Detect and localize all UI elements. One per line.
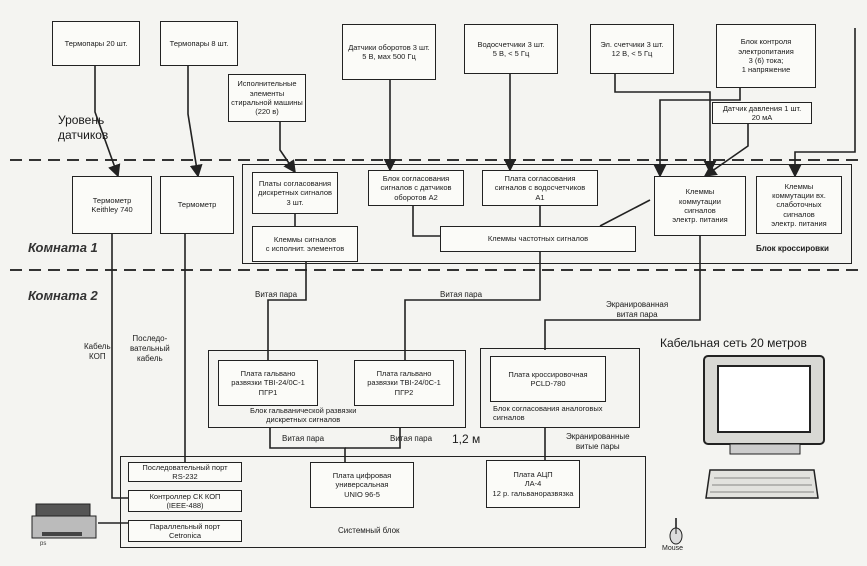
wire-rpm-down [412, 205, 440, 237]
digital-board-box: Плата цифровая универсальная UNIO 96-5 [310, 462, 414, 508]
keyboard-icon [705, 469, 819, 499]
gpib-cable-label: Кабель КОП [84, 342, 111, 361]
sensor-level-label: Уровень датчиков [58, 113, 109, 142]
cross-board-box: Плата кроссировочная PCLD-780 [490, 356, 606, 402]
shielded-pairs-label: Экранированные витые пары [566, 432, 630, 451]
analog-block-label: Блок согласования аналоговых сигналов [493, 404, 603, 423]
power-terminals-box: Клеммы коммутации сигналов электр. питан… [654, 176, 746, 236]
weak-terminals-box: Клеммы коммутации вх. слаботочных сигнал… [756, 176, 842, 234]
wire-shielded [544, 236, 701, 350]
wire-elmeters [614, 74, 717, 174]
twisted-pair-label-1: Витая пара [255, 290, 298, 299]
mouse-icon [669, 527, 683, 545]
el-meters-box: Эл. счетчики 3 шт. 12 В, < 5 Гц [590, 24, 674, 74]
wire-tp4 [345, 428, 401, 449]
wire-thermo8 [187, 66, 203, 178]
mouse-label: Mouse [662, 545, 684, 552]
printer-icon: ps [31, 503, 97, 546]
serial-cable-label: Последо- вательный кабель [130, 334, 170, 363]
system-unit-frame [120, 456, 646, 548]
power-control-box: Блок контроля электропитания 3 (6) тока;… [716, 24, 816, 88]
galv-block-label: Блок гальванической развязки дискретных … [250, 406, 357, 425]
room-2-label: Комната 2 [28, 288, 98, 303]
thermometer-keithley-box: Термометр Keithley 740 [72, 176, 152, 234]
discrete-board-box: Платы согласования дискретных сигналов 3… [252, 172, 338, 214]
gpib-controller-box: Контроллер СК КОП (IEEE-488) [128, 490, 242, 512]
shielded-pair-label: Экранированная витая пара [606, 300, 669, 319]
water-board-box: Плата согласования сигналов с водосчетчи… [482, 170, 598, 206]
rpm-board-box: Блок согласования сигналов с датчиков об… [368, 170, 464, 206]
thermometer-box: Термометр [160, 176, 234, 234]
wire-gpib [111, 234, 128, 499]
twisted-pair-label-2: Витая пара [440, 290, 483, 299]
monitor-icon [703, 355, 825, 455]
pressure-sensor-box: Датчик давления 1 шт. 20 мА [712, 102, 812, 124]
distance-label: 1,2 м [452, 432, 481, 446]
twisted-pair-label-4: Витая пара [390, 434, 433, 443]
crossover-block-label: Блок кроссировки [756, 244, 829, 253]
actuator-terminals-box: Клеммы сигналов с исполнит. элементов [252, 226, 358, 262]
water-meters-box: Водосчетчики 3 шт. 5 В, < 5 Гц [464, 24, 558, 74]
svg-text:ps: ps [40, 541, 46, 546]
actuators-box: Исполнительные элементы стиральной машин… [228, 74, 306, 122]
thermocouples-20-box: Термопары 20 шт. [52, 21, 140, 66]
twisted-pair-label-3: Витая пара [282, 434, 325, 443]
adc-board-box: Плата АЦП ЛА-4 12 р. гальваноразвязка [486, 460, 580, 508]
thermocouples-8-box: Термопары 8 шт. [160, 21, 238, 66]
system-unit-label: Системный блок [338, 526, 400, 535]
wire-tp1 [267, 262, 307, 360]
wire-tp2 [404, 252, 541, 360]
wire-power [653, 88, 741, 178]
wire-thermo20 [94, 66, 121, 178]
room-1-label: Комната 1 [28, 240, 98, 255]
network-label: Кабельная сеть 20 метров [660, 336, 807, 350]
galv1-board-box: Плата гальвано развязки TBI-24/0C-1 ПГР1 [218, 360, 318, 406]
wire-pressure [703, 124, 749, 177]
analog-block-frame [480, 348, 640, 428]
wire-tp3 [269, 428, 346, 462]
galv-block-frame [208, 350, 466, 428]
serial-port-box: Последовательный порт RS-232 [128, 462, 242, 482]
wire-freq-power [599, 199, 651, 227]
freq-terminals-box: Клеммы частотных сигналов [440, 226, 636, 252]
rpm-sensors-box: Датчики оборотов 3 шт. 5 В, мах 500 Гц [342, 24, 436, 80]
parallel-port-box: Параллельный порт Cetronica [128, 520, 242, 542]
galv2-board-box: Плата гальвано развязки TBI-24/0C-1 ПГР2 [354, 360, 454, 406]
crossover-block-frame [242, 164, 852, 264]
